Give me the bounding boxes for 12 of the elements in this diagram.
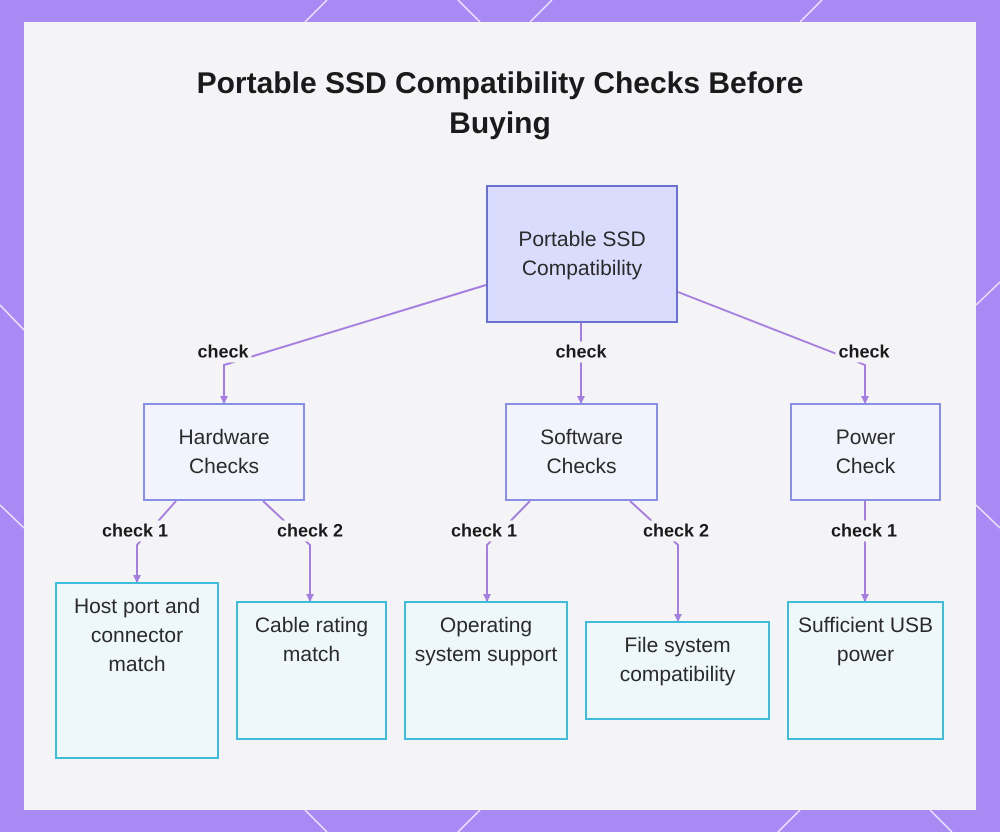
check-box: File system compatibility — [585, 621, 770, 720]
category-box: Software Checks — [505, 403, 658, 501]
check-box: Operating system support — [404, 601, 568, 740]
category-box: Power Check — [790, 403, 941, 501]
root-box: Portable SSD Compatibility — [486, 185, 678, 323]
check-box: Cable rating match — [236, 601, 387, 740]
check-box: Host port and connector match — [55, 582, 219, 759]
arrow — [678, 291, 869, 404]
category-box: Hardware Checks — [143, 403, 305, 501]
arrow — [220, 284, 486, 404]
diagram-title: Portable SSD Compatibility Checks Before Buying — [196, 66, 804, 142]
check-box: Sufficient USB power — [787, 601, 944, 740]
